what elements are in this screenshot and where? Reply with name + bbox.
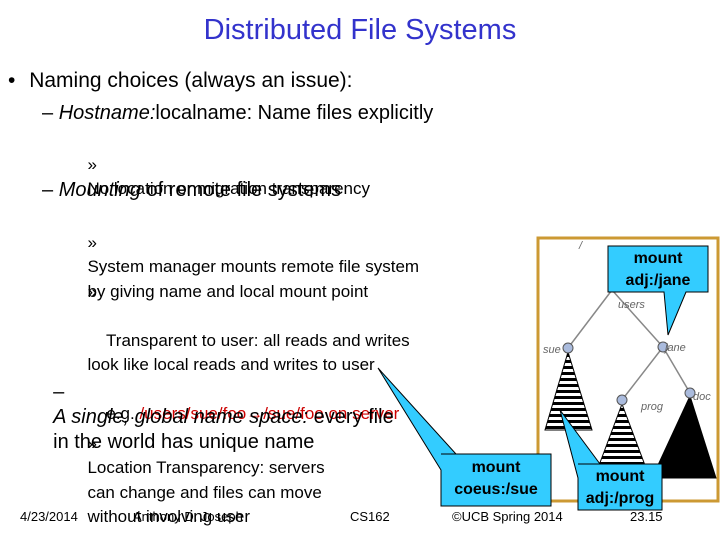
subsub-mounting-1: » System manager mounts remote file syst… [78,206,419,304]
callout-jane-shape [607,245,709,336]
callout-prog-shape [559,409,663,511]
mounting-sub2-text: Transparent to user: all reads and write… [87,330,410,375]
jane-prog-edge [621,346,664,401]
doc-node [684,387,696,399]
bullet-marker: • [8,69,16,92]
hostname-rest: localname: Name files explicitly [155,102,434,124]
users-jane-edge [611,289,664,348]
hostname-italic: Hostname: [58,102,156,124]
subbullet-global: – A single, global name space: every fil… [42,355,394,455]
dash: – [42,179,54,201]
users-sue-edge [567,289,613,349]
subbullet-hostname: – Hostname:localname: Name files explici… [42,102,433,125]
mounting-sub1-text: System manager mounts remote file system… [87,257,420,301]
marker: » [87,433,97,453]
root-label: / [578,240,583,252]
marker: » [87,281,97,301]
footer-date: 4/23/2014 [20,509,78,524]
example-prefix: e.g. [106,404,140,423]
slide-title: Distributed File Systems [203,14,517,46]
bullet-naming-choices: • Naming choices (always an issue): [8,69,353,93]
marker: » [87,154,97,174]
callout-prog-text: mount adj:/prog [585,468,655,507]
callout-coeus-shape [377,367,552,507]
subsub-global: » Location Transparency: servers can cha… [78,407,325,530]
prog-label: prog [640,401,664,413]
jane-node [657,341,669,353]
mounting-rest: of remote file systems [140,179,342,201]
users-label: users [618,299,645,311]
footer-page-number: 23.15 [630,509,663,524]
callout-jane-text: mount adj:/jane [625,250,691,289]
mounting-italic: Mounting [58,179,141,201]
subsub-mounting-2: » Transparent to user: all reads and wri… [78,255,410,451]
sue-node [562,342,574,354]
callout-coeus-text: mount coeus:/sue [454,459,538,498]
global-italic: A single, global name space: [53,406,309,428]
prog-node [616,394,628,406]
footer-course: CS162 [350,509,390,524]
dash: – [42,102,54,124]
doc-subtree [651,394,717,479]
example-path: /users/sue/foo→/sue/foo on server [139,404,400,423]
global-rest: every file in the world has unique name [53,406,394,453]
hostname-sub-text: No location or migration transparency [87,179,370,198]
jane-label: jane [663,342,686,354]
footer-copyright: ©UCB Spring 2014 [452,509,563,524]
sue-label: sue [543,344,561,356]
doc-label: doc [693,391,711,403]
dash: – [53,381,65,403]
marker: » [87,232,97,252]
jane-doc-edge [662,346,691,394]
bullet-text: Naming choices (always an issue): [29,69,353,92]
subsub-hostname: » No location or migration transparency [78,128,370,202]
global-sub-text: Location Transparency: servers can chang… [87,458,325,526]
subbullet-mounting: – Mounting of remote file systems [42,179,341,202]
footer-author: Anthony D. Joseph [133,509,243,524]
